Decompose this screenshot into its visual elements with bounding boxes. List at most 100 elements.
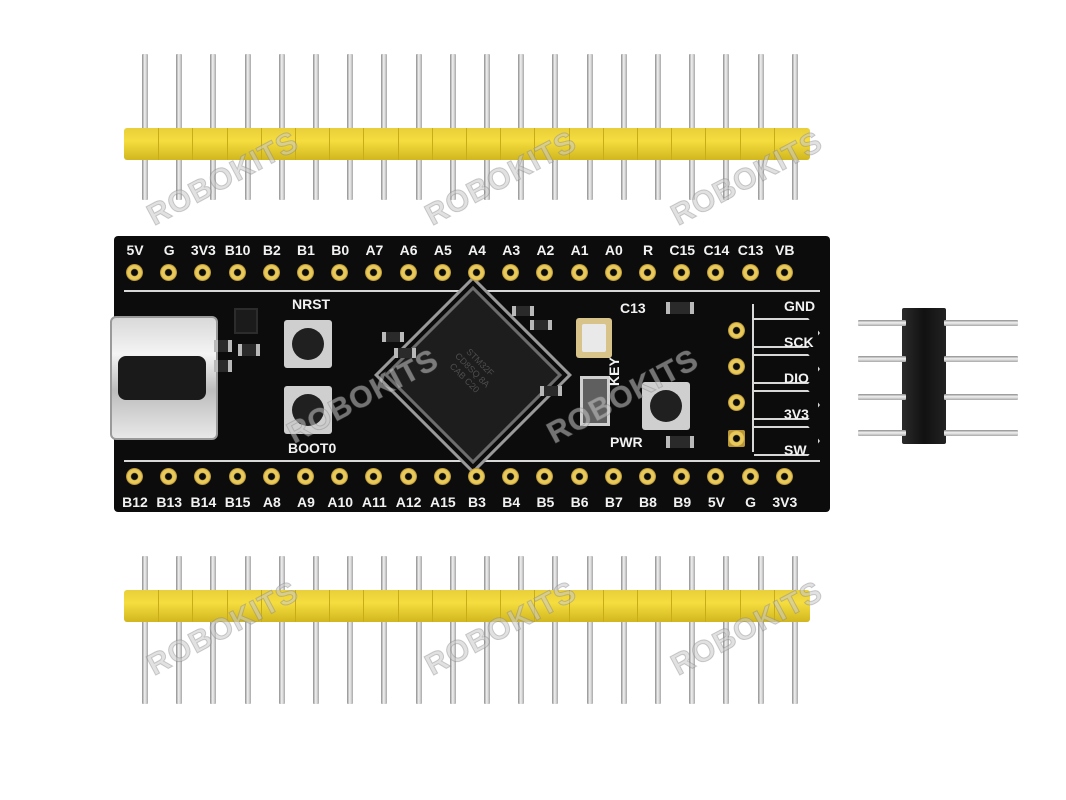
bottom-pin-pad [228, 468, 246, 485]
bottom-pin-label: A9 [297, 494, 315, 510]
bottom-pin-label: B7 [604, 494, 623, 510]
boot0-button[interactable] [284, 386, 332, 434]
led-pwr [666, 436, 694, 448]
usb-c-connector [110, 316, 218, 440]
header-pin [689, 54, 696, 200]
header-pin [244, 54, 251, 200]
header-pin [791, 54, 798, 200]
header-pin [552, 54, 559, 200]
bottom-pin-label: B13 [156, 494, 183, 510]
bottom-pin-label: B14 [190, 494, 217, 510]
swd-pin-label: 3V3 [784, 406, 809, 422]
bottom-pin-pad [126, 468, 143, 485]
header-pin [381, 556, 388, 704]
swd-right-angle-header [858, 308, 1022, 448]
header-pin [586, 54, 593, 200]
top-pin-label: C14 [703, 242, 730, 258]
top-pin-label: A6 [399, 242, 418, 258]
reset-button[interactable] [284, 320, 332, 368]
header-pin [757, 54, 764, 200]
bottom-pin-pad [707, 468, 725, 485]
swd-pin-pad [728, 322, 745, 339]
top-pin-pad [741, 264, 759, 281]
bottom-pin-label: B9 [673, 494, 692, 510]
bottom-pin-label: B3 [468, 494, 486, 510]
header-plastic-strip [124, 128, 810, 160]
top-pin-pad [399, 264, 417, 281]
bottom-pin-label: B15 [224, 494, 251, 510]
top-pin-label: R [642, 242, 654, 258]
bottom-pin-label: B6 [570, 494, 589, 510]
bottom-pin-pad [160, 468, 178, 485]
swd-pin-pad [728, 358, 745, 375]
top-pin-pad [707, 264, 725, 281]
top-pin-label: 3V3 [190, 242, 216, 258]
smd-capacitor [512, 306, 534, 316]
header-pin [655, 54, 661, 200]
header-pin [757, 556, 764, 704]
top-pin-label: C13 [737, 242, 764, 258]
swd-pin-label: GND [784, 298, 816, 314]
regulator-component [234, 308, 258, 334]
top-pin-label: B2 [262, 242, 281, 258]
top-pin-label: A7 [365, 242, 384, 258]
crystal-oscillator [576, 318, 612, 358]
swd-header-plastic [902, 308, 946, 444]
top-pin-pad [604, 264, 622, 281]
key-button[interactable] [642, 382, 690, 430]
header-plastic-strip [124, 590, 810, 622]
nrst-label: NRST [292, 296, 331, 312]
header-pin [449, 54, 456, 200]
header-pin [278, 556, 285, 704]
header-pin [176, 54, 183, 200]
header-pin [689, 556, 696, 704]
header-pin [484, 54, 490, 200]
smd-capacitor [394, 348, 416, 358]
top-pin-label: A4 [468, 242, 486, 258]
bottom-pin-pad [262, 468, 280, 485]
top-pin-pad [775, 264, 793, 281]
header-pin [620, 54, 627, 200]
bottom-pin-pad [741, 468, 759, 485]
bottom-pin-pad [297, 468, 314, 485]
smd-resistor [214, 360, 232, 372]
top-pin-label: 5V [126, 242, 144, 258]
header-pin [210, 556, 217, 704]
header-pin [415, 556, 422, 704]
top-pin-label: G [163, 242, 175, 258]
boot0-label: BOOT0 [288, 440, 337, 456]
top-pin-label: C15 [669, 242, 696, 258]
stm32-black-pill-board: NRST BOOT0 STM32F CD8SQ 8A CAB C20 C13 K… [110, 236, 830, 512]
bottom-pin-label: B8 [639, 494, 657, 510]
top-pin-label: B1 [297, 242, 315, 258]
header-pin [415, 54, 422, 200]
bottom-pin-pad [536, 468, 554, 485]
top-pin-pad [331, 264, 349, 281]
swd-pin-label: DIO [784, 370, 809, 386]
crystal-32k [580, 376, 610, 426]
swd-outline-arrow [754, 354, 820, 384]
swd-outline [752, 304, 754, 452]
header-pin [347, 556, 354, 704]
header-pin [313, 556, 319, 704]
bottom-pin-pad [673, 468, 691, 485]
bottom-pin-label: B5 [536, 494, 555, 510]
bottom-pin-pad [194, 468, 212, 485]
top-pin-label: A3 [502, 242, 521, 258]
top-pin-label: A0 [604, 242, 623, 258]
header-pin [518, 54, 525, 200]
top-pin-label: A1 [570, 242, 589, 258]
top-pin-label: A2 [536, 242, 555, 258]
bottom-pin-pad [468, 468, 485, 485]
swd-pin-label: SW [784, 442, 807, 458]
bottom-pin-label: B12 [122, 494, 148, 510]
bottom-pin-pad [365, 468, 383, 485]
top-pin-pad [297, 264, 314, 281]
top-pin-label: B0 [331, 242, 350, 258]
bottom-pin-label: B4 [502, 494, 521, 510]
pwr-label: PWR [610, 434, 643, 450]
bottom-pin-pad [639, 468, 656, 485]
top-pin-pad [365, 264, 383, 281]
header-pin [586, 556, 593, 704]
led-c13-label: C13 [620, 300, 646, 316]
